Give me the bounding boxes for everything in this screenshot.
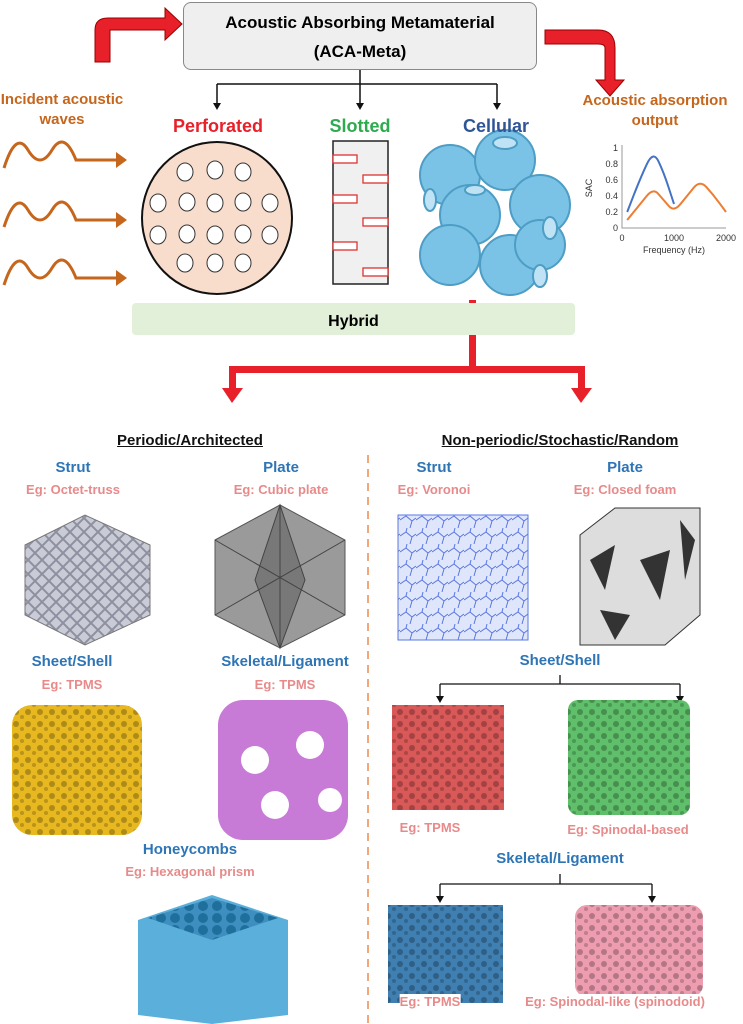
random-plate-eg: Eg: Closed foam [573, 482, 677, 497]
honeycombs-label: Honeycombs [142, 841, 238, 858]
output-label-line1: Acoustic absorption [582, 92, 728, 109]
perforated-plate-illustration [141, 141, 293, 295]
slotted-label: Slotted [329, 116, 391, 136]
random-skeletal-eg-right: Eg: Spinodal-like (spinodoid) [525, 994, 705, 1009]
y-tick-label: 0.2 [605, 207, 618, 217]
x-tick-label: 1000 [664, 233, 684, 243]
cellular-structure-illustration [419, 129, 571, 296]
sheet-tpms-random-image [392, 705, 504, 810]
output-label: Acoustic absorption output [582, 91, 727, 131]
random-plate-label: Plate [607, 459, 643, 476]
periodic-skeletal-eg: Eg: TPMS [254, 677, 316, 692]
y-tick-label: 0.8 [605, 159, 618, 169]
periodic-header: Periodic/Architected [117, 432, 263, 449]
honeycomb-image [138, 895, 288, 1024]
y-axis-label: SAC [584, 178, 594, 197]
random-skeletal-eg-left: Eg: TPMS [399, 994, 461, 1009]
periodic-sheet-label: Sheet/Shell [31, 653, 113, 670]
perforation-hole [149, 193, 167, 213]
input-label: Incident acoustic waves [1, 90, 124, 130]
cubic-plate-image [214, 503, 346, 650]
honeycombs-eg: Eg: Hexagonal prism [125, 864, 255, 879]
perforation-hole [176, 253, 194, 273]
skeletal-tpms-random-image [388, 905, 503, 1003]
y-tick-label: 0.6 [605, 175, 618, 185]
y-tick-label: 1 [613, 143, 618, 153]
output-arrow [544, 29, 626, 97]
periodic-strut-eg: Eg: Octet-truss [26, 482, 120, 497]
classification-arrows [222, 300, 592, 403]
perforation-hole [206, 253, 224, 273]
slotted-plate-illustration [332, 140, 389, 285]
nonperiodic-header: Non-periodic/Stochastic/Random [441, 432, 679, 449]
random-skeletal-label: Skeletal/Ligament [496, 850, 624, 867]
periodic-plate-eg: Eg: Cubic plate [233, 482, 329, 497]
perforation-hole [234, 253, 252, 273]
sheet-bracket [439, 675, 681, 698]
perforation-hole [261, 193, 279, 213]
input-label-line1: Incident acoustic [0, 91, 124, 108]
x-axis-label: Frequency (Hz) [643, 245, 705, 255]
chart-axes [621, 145, 726, 229]
perforation-hole [261, 225, 279, 245]
periodic-strut-label: Strut [55, 459, 91, 476]
perforation-hole [178, 224, 196, 244]
octet-truss-image [24, 514, 151, 646]
perforation-hole [178, 192, 196, 212]
title-line2: (ACA-Meta) [313, 42, 407, 61]
periodic-skeletal-label: Skeletal/Ligament [221, 653, 349, 670]
series-line-blue [626, 155, 675, 213]
sheet-tpms-image [12, 705, 142, 835]
title-line1: Acoustic Absorbing Metamaterial [225, 13, 495, 32]
closed-foam-image [579, 507, 701, 646]
spinodoid-image [575, 905, 703, 997]
input-label-line2: waves [39, 111, 85, 128]
skeletal-tpms-image [218, 700, 348, 840]
perforation-hole [206, 160, 224, 180]
branch-connector [216, 70, 498, 105]
series-line-orange [626, 182, 727, 221]
perforation-hole [234, 224, 252, 244]
perforation-hole [176, 162, 194, 182]
random-sheet-eg-left: Eg: TPMS [399, 820, 461, 835]
random-sheet-label: Sheet/Shell [519, 652, 601, 669]
periodic-plate-label: Plate [263, 459, 299, 476]
y-tick-label: 0 [613, 223, 618, 233]
random-strut-eg: Eg: Voronoi [397, 482, 471, 497]
spinodal-based-image [568, 700, 690, 815]
hybrid-bar: Hybrid [132, 303, 575, 335]
random-sheet-eg-right: Eg: Spinodal-based [567, 822, 689, 837]
perforation-hole [149, 225, 167, 245]
perforation-hole [234, 162, 252, 182]
x-tick-label: 0 [619, 233, 624, 243]
periodic-sheet-eg: Eg: TPMS [41, 677, 103, 692]
aca-meta-title-box: Acoustic Absorbing Metamaterial (ACA-Met… [183, 2, 537, 70]
skeletal-bracket [439, 874, 653, 898]
y-tick-label: 0.4 [605, 191, 618, 201]
random-strut-label: Strut [416, 459, 452, 476]
voronoi-image [397, 514, 529, 641]
output-label-line2: output [631, 112, 679, 129]
wave-icons [2, 140, 118, 286]
perforation-hole [206, 225, 224, 245]
perforation-hole [234, 192, 252, 212]
x-tick-label: 2000 [716, 233, 736, 243]
input-arrow [94, 6, 183, 63]
perforation-hole [206, 193, 224, 213]
perforated-label: Perforated [172, 116, 264, 136]
chart-background [572, 136, 743, 266]
cellular-label: Cellular [462, 116, 530, 136]
